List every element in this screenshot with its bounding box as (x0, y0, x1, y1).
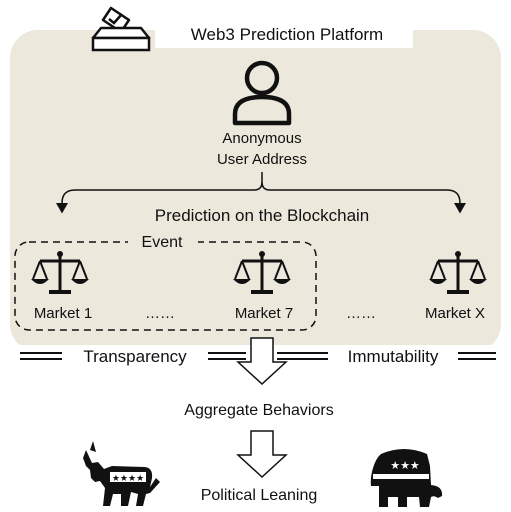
market-x-label: Market X (425, 305, 485, 322)
platform-panel (10, 30, 501, 352)
down-arrow-1 (236, 337, 288, 386)
outcome-label: Political Leaning (201, 487, 318, 504)
event-label-background (128, 232, 198, 252)
aggregate-label: Aggregate Behaviors (184, 402, 333, 419)
down-arrow-2 (236, 430, 288, 479)
ellipsis-right: …… (346, 305, 376, 322)
branch-arrows (56, 172, 466, 214)
title-background (155, 20, 413, 48)
democrat-donkey-icon: ★★★★ (83, 441, 160, 506)
ballot-box-icon (91, 6, 151, 52)
republican-elephant-icon: ★★★ (370, 449, 443, 507)
double-line-bars (20, 352, 496, 360)
svg-text:★★★: ★★★ (390, 459, 420, 472)
user-label-line2: User Address (217, 151, 307, 168)
person-icon (232, 60, 292, 126)
platform-title: Web3 Prediction Platform (191, 25, 383, 44)
blockchain-label: Prediction on the Blockchain (155, 206, 370, 225)
ellipsis-left: …… (145, 305, 175, 322)
user-label-line1: Anonymous (222, 130, 301, 147)
market-7-label: Market 7 (235, 305, 293, 322)
transparency-label: Transparency (83, 347, 187, 366)
event-label: Event (142, 234, 183, 251)
svg-text:★★★★: ★★★★ (112, 474, 144, 484)
immutability-label: Immutability (348, 347, 439, 366)
market-1-label: Market 1 (34, 305, 92, 322)
